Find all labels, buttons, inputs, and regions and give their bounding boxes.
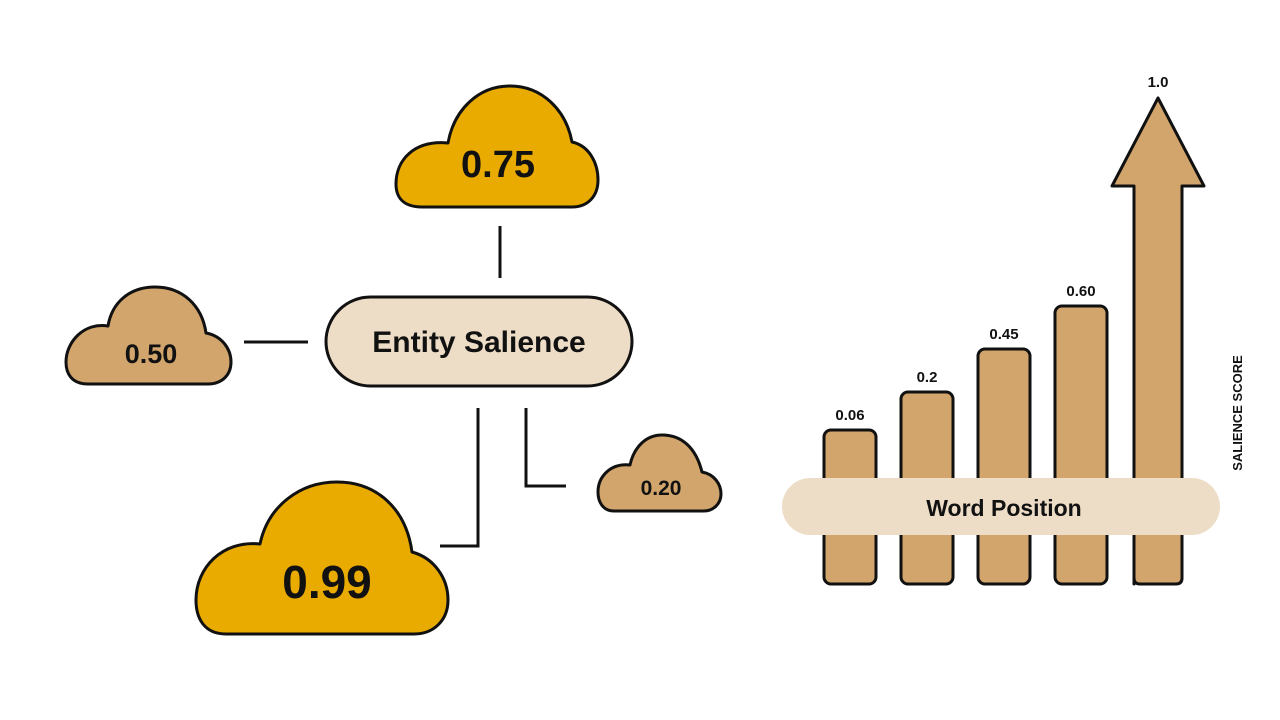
- word-position-label: Word Position: [926, 495, 1081, 521]
- bar-value-label-2: 0.2: [917, 369, 938, 386]
- cloud-right-value: 0.20: [641, 477, 682, 500]
- cloud-top-shape: [394, 84, 600, 209]
- word-position-axis: Word Position: [782, 478, 1220, 535]
- bar-value-label-5: 1.0: [1148, 74, 1169, 91]
- cloud-bottom-shape: [194, 480, 450, 636]
- entity-salience-node: Entity Salience: [324, 295, 634, 388]
- connector-bottom: [440, 408, 480, 548]
- connectors: [244, 226, 566, 548]
- cloud-top: 0.75: [394, 84, 600, 209]
- connector-right: [524, 408, 566, 488]
- bar-value-labels: 0.06 0.2 0.45 0.60 1.0: [835, 74, 1168, 424]
- bar-value-label-3: 0.45: [989, 326, 1018, 343]
- cloud-bottom: 0.99: [194, 480, 450, 636]
- bar-value-label-1: 0.06: [835, 407, 864, 424]
- cloud-right: 0.20: [596, 433, 723, 513]
- cloud-top-value: 0.75: [461, 144, 535, 186]
- word-position-pill: [782, 478, 1220, 535]
- bar-4: [1053, 304, 1109, 586]
- bar-3: [976, 347, 1032, 586]
- cloud-left-shape: [64, 285, 233, 386]
- bar-value-label-4: 0.60: [1066, 283, 1095, 300]
- salience-score-label: SALIENCE SCORE: [1230, 355, 1245, 471]
- entity-salience-pill: [324, 295, 634, 388]
- cloud-right-shape: [596, 433, 723, 513]
- entity-salience-label: Entity Salience: [372, 326, 585, 359]
- cloud-bottom-value: 0.99: [282, 556, 372, 608]
- cloud-left-value: 0.50: [125, 339, 178, 369]
- bar-arrow-5: [1110, 96, 1206, 586]
- cloud-left: 0.50: [64, 285, 233, 386]
